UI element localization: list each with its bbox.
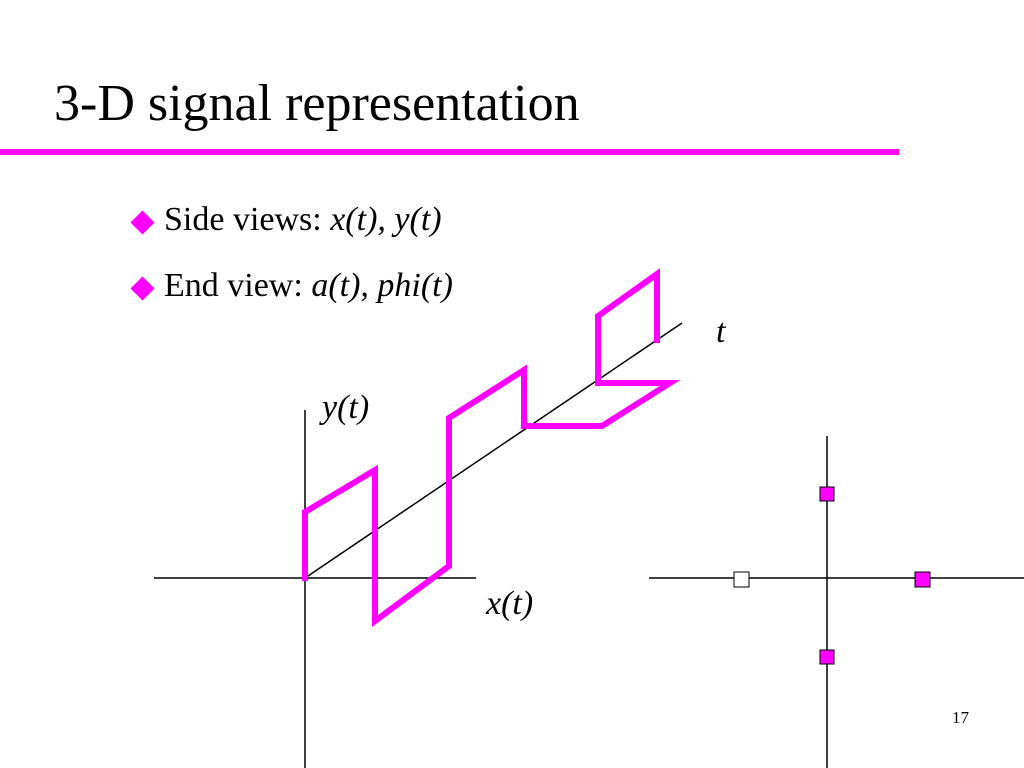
bullet-math: x(t), y(t) xyxy=(330,201,442,238)
end-view-point-bottom xyxy=(819,649,835,665)
y-axis-label: y(t) xyxy=(319,389,369,426)
end-view-point-top xyxy=(819,486,835,502)
bullet-prefix: Side views: xyxy=(164,201,331,238)
end-view-point-right xyxy=(914,571,931,588)
x-axis-label: x(t) xyxy=(485,585,533,622)
title-underline xyxy=(0,149,899,155)
page-number: 17 xyxy=(952,708,969,727)
t-axis-line xyxy=(304,322,683,579)
slide-title: 3-D signal representation xyxy=(54,75,580,132)
t-axis-label: t xyxy=(716,313,727,350)
signal-trajectory xyxy=(302,268,681,627)
end-view-point-left-hollow xyxy=(733,571,750,588)
bullet-text: Side views: x(t), y(t) xyxy=(164,201,442,239)
bullet-math: a(t), phi(t) xyxy=(311,267,453,304)
bullet-prefix: End view: xyxy=(164,267,312,304)
bullet-text: End view: a(t), phi(t) xyxy=(164,267,453,305)
